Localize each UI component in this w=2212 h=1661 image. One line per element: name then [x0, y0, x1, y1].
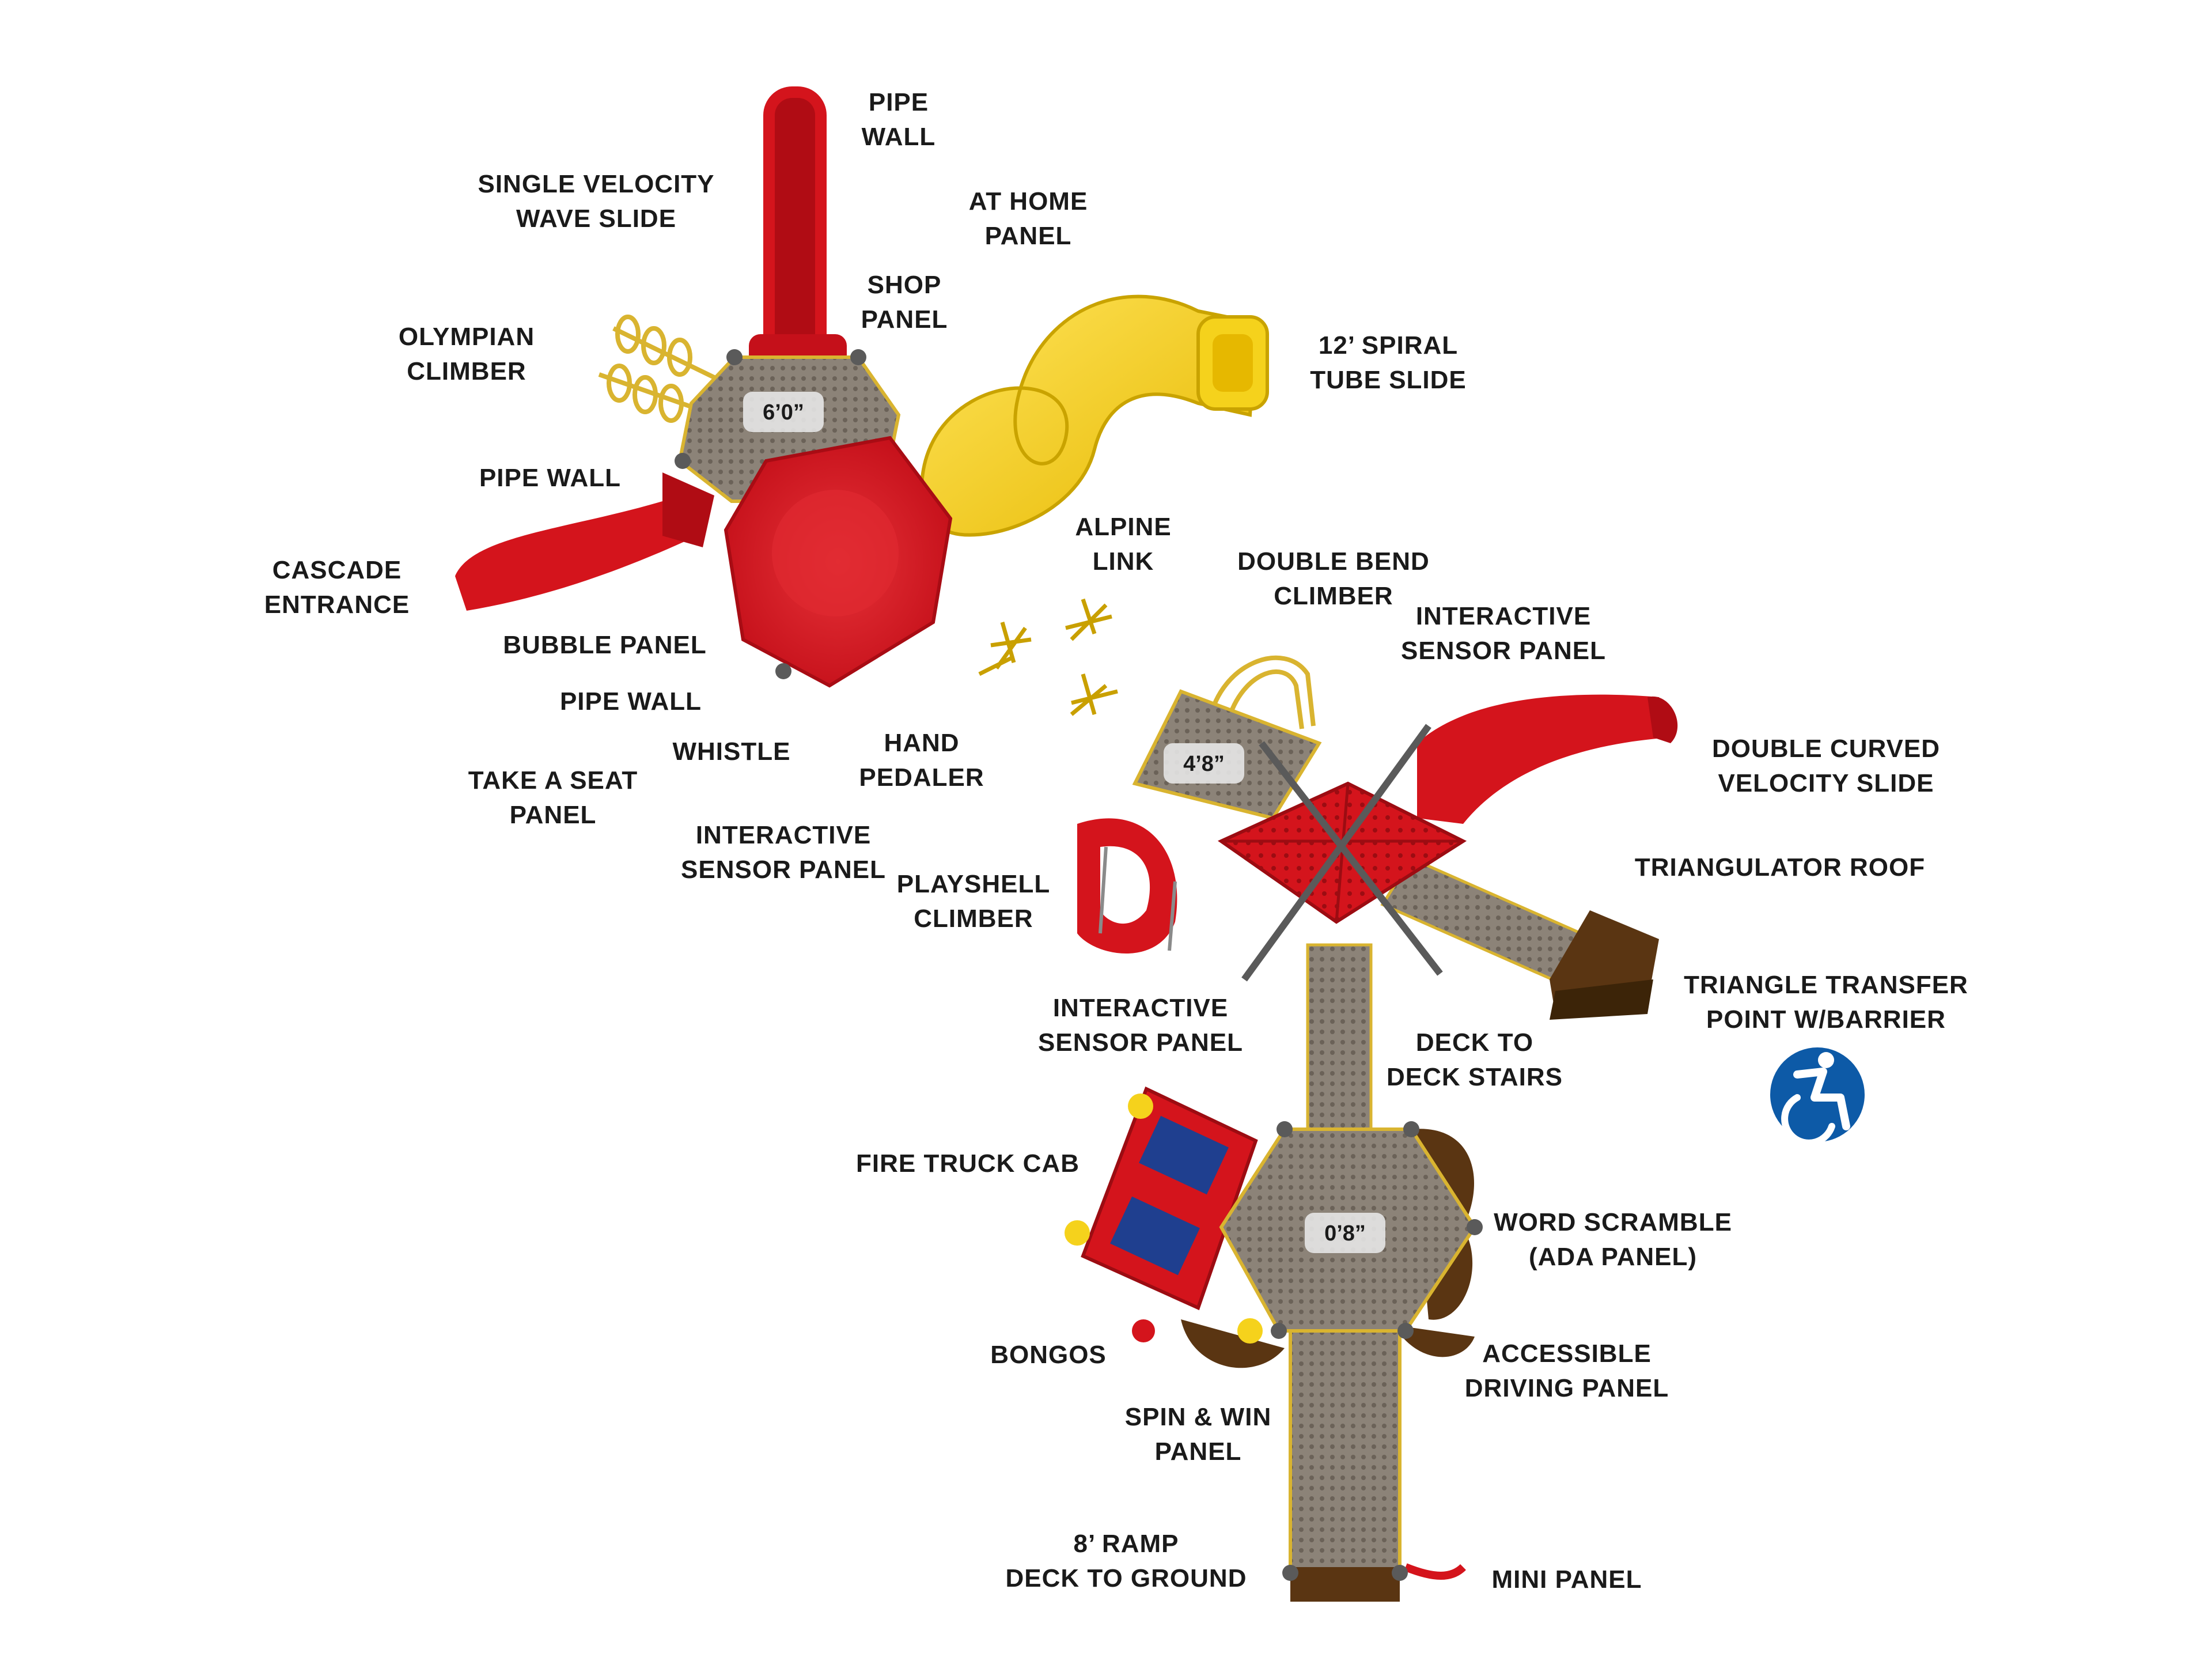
bongos: [1132, 1318, 1263, 1344]
label-take-a-seat-panel: TAKE A SEAT PANEL: [468, 766, 638, 829]
double-curved-velocity-slide: [1417, 694, 1678, 824]
label-triangle-transfer-point: TRIANGLE TRANSFER POINT W/BARRIER: [1684, 971, 1968, 1034]
label-at-home-panel: AT HOME PANEL: [968, 187, 1088, 250]
label-spiral-tube-slide: 12’ SPIRAL TUBE SLIDE: [1310, 331, 1467, 394]
fire-truck-cab: [1065, 1086, 1258, 1311]
spiral-tube-slide: [919, 294, 1269, 537]
label-interactive-sensor-panel-left: INTERACTIVE SENSOR PANEL: [681, 821, 886, 884]
label-mini-panel: MINI PANEL: [1491, 1565, 1642, 1594]
label-bubble-panel: BUBBLE PANEL: [503, 631, 707, 659]
label-accessible-driving-panel: ACCESSIBLE DRIVING PANEL: [1464, 1340, 1669, 1402]
label-pipe-wall-top: PIPE WALL: [861, 88, 936, 151]
label-hand-pedaler: HAND PEDALER: [859, 729, 984, 792]
vertical-stairs: [1306, 943, 1373, 1131]
lower-posts: [1271, 1121, 1483, 1581]
deck-height-mid: 4’8”: [1183, 752, 1225, 776]
label-shop-panel: SHOP PANEL: [861, 271, 948, 334]
label-deck-to-deck-stairs: DECK TO DECK STAIRS: [1387, 1028, 1563, 1091]
triangulator-roof: [1217, 724, 1467, 982]
deck-to-deck-stairs-angled: [1380, 856, 1659, 1020]
double-bend-climber: [1207, 655, 1316, 729]
ramp-deck-to-ground: [1289, 1329, 1402, 1602]
label-cascade-entrance: CASCADE ENTRANCE: [264, 556, 410, 619]
deck-height-tag-upper: 6’0”: [743, 392, 824, 432]
mini-panel: [1404, 1563, 1466, 1580]
label-pipe-wall-bottom: PIPE WALL: [559, 687, 702, 716]
label-fire-truck-cab: FIRE TRUCK CAB: [856, 1149, 1080, 1178]
label-word-scramble: WORD SCRAMBLE (ADA PANEL): [1494, 1208, 1732, 1271]
alpine-link: [978, 598, 1118, 716]
label-single-velocity-wave-slide: SINGLE VELOCITY WAVE SLIDE: [478, 170, 715, 233]
deck-height-tag-mid: 4’8”: [1164, 743, 1244, 784]
label-interactive-sensor-panel-mid: INTERACTIVE SENSOR PANEL: [1038, 994, 1243, 1057]
deck-height-lower: 0’8”: [1324, 1221, 1366, 1246]
olympian-climber: [598, 315, 721, 423]
label-pipe-wall-left: PIPE WALL: [479, 464, 622, 492]
deck-height-tag-lower: 0’8”: [1305, 1213, 1385, 1253]
label-spin-win-panel: SPIN & WIN PANEL: [1124, 1403, 1272, 1466]
label-playshell-climber: PLAYSHELL CLIMBER: [896, 870, 1051, 933]
label-ramp-deck-to-ground: 8’ RAMP DECK TO GROUND: [1005, 1530, 1247, 1592]
playshell-climber: [1077, 818, 1177, 954]
bubble-panel-dome: [724, 436, 953, 688]
wheelchair-accessibility-icon: [1770, 1047, 1865, 1147]
cascade-entrance-slide: [455, 472, 714, 611]
label-interactive-sensor-panel-top: INTERACTIVE SENSOR PANEL: [1401, 602, 1606, 665]
label-olympian-climber: OLYMPIAN CLIMBER: [398, 323, 535, 385]
label-whistle: WHISTLE: [672, 737, 791, 766]
label-double-bend-climber: DOUBLE BEND CLIMBER: [1237, 547, 1430, 610]
deck-height-upper: 6’0”: [763, 400, 804, 425]
label-bongos: BONGOS: [990, 1341, 1107, 1369]
single-velocity-wave-slide: [749, 86, 847, 374]
label-double-curved-velocity-slide: DOUBLE CURVED VELOCITY SLIDE: [1711, 735, 1940, 797]
upper-posts: [675, 349, 866, 679]
label-triangulator-roof: TRIANGULATOR ROOF: [1634, 853, 1926, 881]
label-alpine-link: ALPINE LINK: [1075, 513, 1172, 576]
